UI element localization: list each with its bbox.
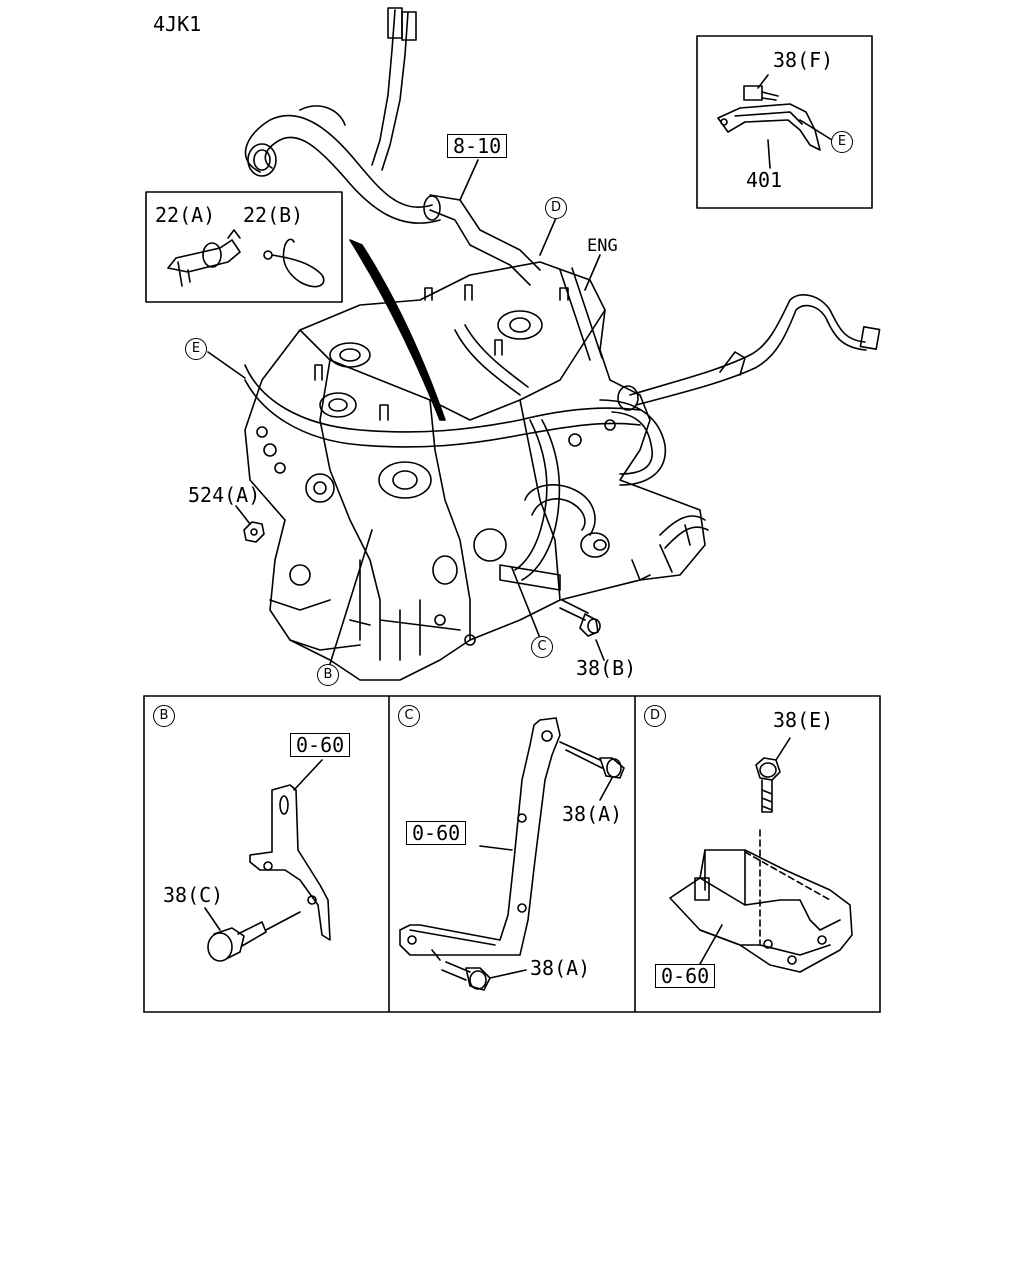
leader-0-60-c — [479, 845, 513, 851]
panel-b-badge: B — [153, 705, 175, 727]
leader-38b — [595, 639, 605, 661]
bolt-38a-bottom-icon — [431, 949, 491, 991]
ref-22b: 22(B) — [243, 203, 304, 227]
clip-22b-icon — [263, 238, 325, 288]
bracket-401-icon — [717, 85, 821, 151]
leader-c — [511, 567, 541, 639]
leader-eng — [584, 254, 601, 291]
bracket-panel-c-icon — [399, 717, 561, 956]
ref-0-60-d: 0-60 — [655, 964, 716, 988]
ref-401: 401 — [746, 168, 783, 192]
bracket-panel-b-icon — [249, 784, 331, 941]
callout-e-inset: E — [831, 131, 853, 153]
panel-frames — [143, 695, 881, 1013]
callout-d: D — [545, 197, 567, 219]
bolt-38c-icon — [207, 911, 301, 962]
ref-38b: 38(B) — [576, 656, 637, 680]
leader-e-inset — [799, 119, 833, 141]
leader-38c — [204, 907, 221, 931]
engine-label: ENG — [587, 236, 618, 256]
leader-524a — [235, 505, 251, 525]
leader-38a-bottom — [489, 969, 527, 979]
model-label: 4JK1 — [153, 12, 202, 36]
leader-0-60-b — [293, 759, 323, 791]
harness-top — [244, 7, 541, 286]
leader-401 — [767, 139, 771, 169]
bolt-38e-icon — [755, 757, 781, 813]
callout-b: B — [317, 664, 339, 686]
ref-524a: 524(A) — [188, 483, 261, 507]
clip-22a-icon — [167, 229, 241, 287]
callout-e: E — [185, 338, 207, 360]
nut-524a-icon — [243, 521, 265, 543]
engine-block — [244, 261, 706, 681]
leader-b — [329, 529, 373, 665]
callout-c: C — [531, 636, 553, 658]
leader-38a-top — [599, 777, 613, 801]
ref-38c: 38(C) — [163, 883, 224, 907]
ref-0-60-b: 0-60 — [290, 733, 351, 757]
ref-38a-top: 38(A) — [562, 802, 623, 826]
leader-38f — [757, 74, 769, 89]
leader-8-10 — [459, 159, 479, 201]
bolt-38b-icon — [559, 599, 601, 637]
inset-clips-frame — [145, 191, 343, 303]
bracket-panel-d-icon — [669, 829, 853, 973]
ref-38f: 38(F) — [773, 48, 834, 72]
leader-d — [539, 217, 557, 256]
leader-0-60-d — [699, 924, 723, 965]
leader-wedge — [349, 239, 446, 421]
leader-38e — [775, 737, 791, 761]
ref-0-60-c: 0-60 — [406, 821, 467, 845]
bolt-38a-top-icon — [559, 741, 625, 779]
panel-c-badge: C — [398, 705, 420, 727]
ref-22a: 22(A) — [155, 203, 216, 227]
inset-bracket-frame — [696, 35, 873, 209]
panel-d-badge: D — [644, 705, 666, 727]
leader-e — [207, 351, 246, 379]
hoses — [244, 267, 667, 591]
ref-8-10: 8-10 — [447, 134, 508, 158]
ref-38a-bottom: 38(A) — [530, 956, 591, 980]
harness-right — [617, 294, 881, 581]
ref-38e: 38(E) — [773, 708, 834, 732]
